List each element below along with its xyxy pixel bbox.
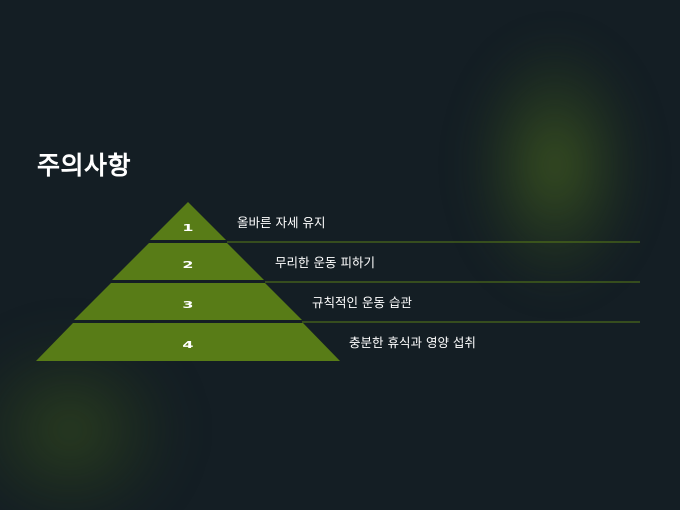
tier-number-2: 2: [182, 260, 193, 271]
pyramid-tier-1: [150, 202, 226, 240]
pyramid-tier-4: [36, 323, 340, 361]
pyramid-tier-3: [74, 283, 302, 320]
background-glow-right: [470, 40, 640, 290]
level-label-4: 충분한 휴식과 영양 섭취: [349, 335, 476, 350]
level-label-2: 무리한 운동 피하기: [275, 255, 375, 270]
tier-number-4: 4: [182, 340, 193, 351]
pyramid-tier-2: [112, 243, 264, 280]
level-label-1: 올바른 자세 유지: [237, 215, 326, 230]
tier-number-1: 1: [182, 223, 193, 234]
level-label-3: 규칙적인 운동 습관: [312, 295, 412, 310]
tier-number-3: 3: [182, 300, 193, 311]
slide-title: 주의사항: [37, 151, 132, 180]
